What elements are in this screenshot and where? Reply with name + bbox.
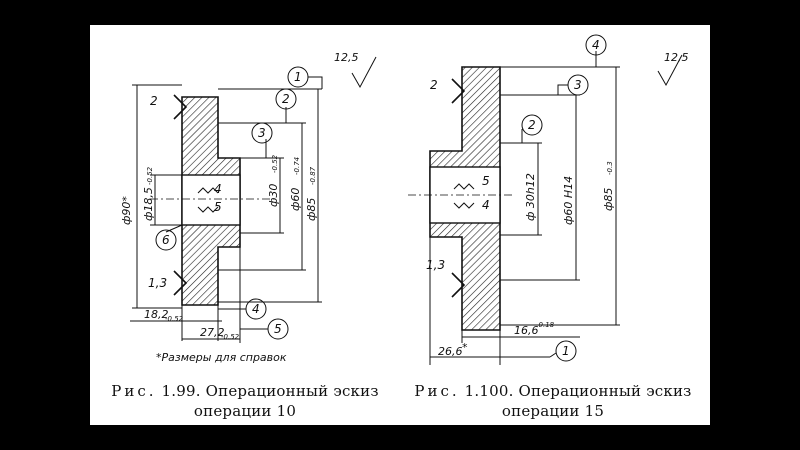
- right-d85-tol: -0.3: [606, 161, 614, 175]
- right-roughness: 12,5: [664, 51, 689, 64]
- left-circle-3: 3: [258, 126, 266, 140]
- left-d60-tol: -0.74: [293, 157, 301, 175]
- left-circle-1: 1: [294, 70, 302, 84]
- left-bore: [181, 174, 241, 226]
- right-d60: ф60 H14: [562, 176, 575, 225]
- right-len26: 26,6: [438, 345, 463, 358]
- left-len18: 18,2: [144, 308, 169, 321]
- right-drawing: 12,5 2 1,3 5 4 ф85 -0.3 ф60 H14 ф 30h12 …: [408, 34, 689, 365]
- right-center-4: 4: [482, 198, 490, 212]
- right-caption-line2: операции 15: [501, 402, 605, 420]
- left-drawing: 12,5 2 1,3 4 5 ф90* ф85 -0.87 ф60 -0.74 …: [120, 51, 377, 364]
- right-caption-title: 1.100. Операционный эскиз: [464, 382, 692, 400]
- left-d30-tol: -0.52: [271, 154, 279, 173]
- right-support-13: 1,3: [426, 258, 445, 272]
- left-len27: 27,2: [200, 326, 225, 339]
- left-caption: Рис. 1.99. Операционный эскиз операции 1…: [110, 381, 380, 421]
- left-d85: ф85: [305, 198, 318, 221]
- left-d60: ф60: [289, 188, 302, 211]
- right-len16: 16,6: [514, 324, 539, 337]
- left-support-2: 2: [150, 94, 158, 108]
- left-circle-2: 2: [282, 92, 290, 106]
- right-center-5: 5: [482, 174, 490, 188]
- left-circle-5: 5: [274, 322, 282, 336]
- left-caption-title: 1.99. Операционный эскиз: [161, 382, 379, 400]
- left-caption-line2: операции 10: [193, 402, 297, 420]
- figure-sheet: 12,5 2 1,3 4 5 ф90* ф85 -0.87 ф60 -0.74 …: [90, 25, 710, 425]
- left-support-13: 1,3: [148, 276, 167, 290]
- right-callout-circles: [521, 34, 607, 362]
- left-center-4: 4: [214, 182, 222, 196]
- right-len26-star: *: [462, 341, 468, 354]
- left-d18: ф18,5: [142, 187, 155, 221]
- right-d30: ф 30h12: [524, 173, 537, 221]
- left-circle-6: 6: [162, 233, 170, 247]
- left-d18-tol: -0.52: [146, 166, 154, 185]
- left-callout-circles: [155, 66, 309, 340]
- left-len27-tol: -0.52: [221, 333, 240, 341]
- left-len18-tol: -0.52: [165, 315, 184, 323]
- left-caption-prefix: Рис.: [111, 382, 157, 400]
- left-d85-tol: -0.87: [309, 166, 317, 185]
- left-roughness: 12,5: [334, 51, 359, 64]
- right-caption-prefix: Рис.: [414, 382, 460, 400]
- right-d85: ф85: [602, 188, 615, 211]
- right-support-2: 2: [430, 78, 438, 92]
- right-circle-2: 2: [528, 118, 536, 132]
- left-d90: ф90*: [120, 196, 133, 225]
- right-circle-1: 1: [562, 344, 570, 358]
- right-circle-3: 3: [574, 78, 582, 92]
- left-center-5: 5: [214, 200, 222, 214]
- left-d30: ф30: [267, 184, 280, 207]
- right-caption: Рис. 1.100. Операционный эскиз операции …: [408, 381, 698, 421]
- right-len16-tol: -0.18: [536, 321, 555, 329]
- left-circle-4: 4: [252, 302, 260, 316]
- right-circle-4: 4: [592, 38, 600, 52]
- left-note: *Размеры для справок: [156, 351, 287, 364]
- technical-drawings: 12,5 2 1,3 4 5 ф90* ф85 -0.87 ф60 -0.74 …: [120, 34, 689, 365]
